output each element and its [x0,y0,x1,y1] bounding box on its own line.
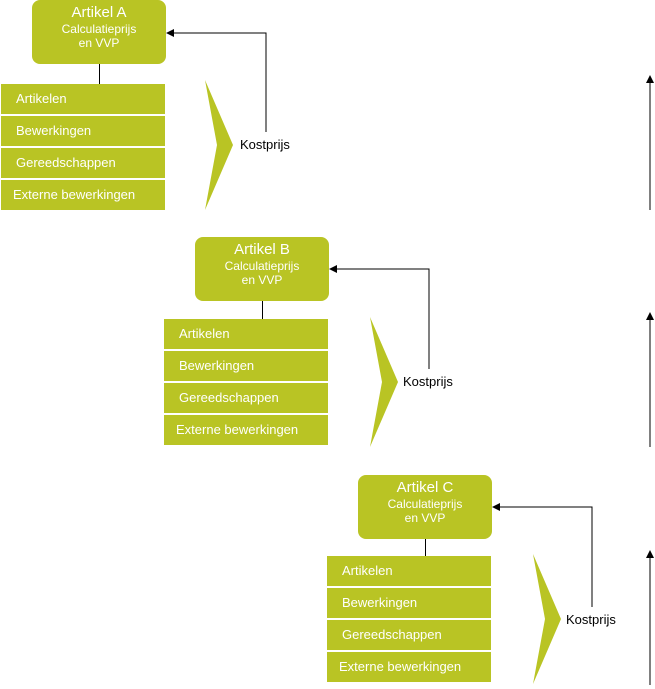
chevron-right-icon [205,80,233,210]
row-bewerkingen: Bewerkingen [1,116,165,146]
row-externe-bewerkingen: Externe bewerkingen [327,652,491,682]
header-connector [262,301,263,319]
row-artikelen: Artikelen [327,556,491,586]
article-header: Artikel B Calculatieprijs en VVP [195,237,329,301]
row-gereedschappen: Gereedschappen [164,383,328,413]
row-externe-bewerkingen: Externe bewerkingen [164,415,328,445]
chevron-right-icon [533,554,561,684]
article-header: Artikel C Calculatieprijs en VVP [358,475,492,539]
header-connector [99,64,100,84]
chevron-right-icon [370,317,398,447]
return-arrow-a [166,29,267,132]
cost-label: Kostprijs [566,612,616,627]
article-subtitle-line1: Calculatieprijs [61,22,137,36]
header-connector [425,539,426,556]
row-bewerkingen: Bewerkingen [164,351,328,381]
article-subtitle-line2: en VVP [241,273,283,287]
component-list: Artikelen Bewerkingen Gereedschappen Ext… [164,319,328,445]
article-title: Artikel A [71,4,127,21]
row-externe-bewerkingen: Externe bewerkingen [1,180,165,210]
article-subtitle-line1: Calculatieprijs [387,497,463,511]
cost-label: Kostprijs [403,374,453,389]
article-subtitle-line2: en VVP [78,36,120,50]
row-bewerkingen: Bewerkingen [327,588,491,618]
article-title: Artikel C [396,479,454,496]
component-list: Artikelen Bewerkingen Gereedschappen Ext… [1,84,165,210]
row-gereedschappen: Gereedschappen [327,620,491,650]
article-subtitle-line2: en VVP [404,511,446,525]
article-title: Artikel B [234,241,290,258]
article-subtitle-line1: Calculatieprijs [224,259,300,273]
row-artikelen: Artikelen [1,84,165,114]
return-arrow-b [329,265,430,369]
row-artikelen: Artikelen [164,319,328,349]
cost-label: Kostprijs [240,137,290,152]
component-list: Artikelen Bewerkingen Gereedschappen Ext… [327,556,491,682]
row-gereedschappen: Gereedschappen [1,148,165,178]
article-header: Artikel A Calculatieprijs en VVP [32,0,166,64]
return-arrow-c [492,503,593,607]
